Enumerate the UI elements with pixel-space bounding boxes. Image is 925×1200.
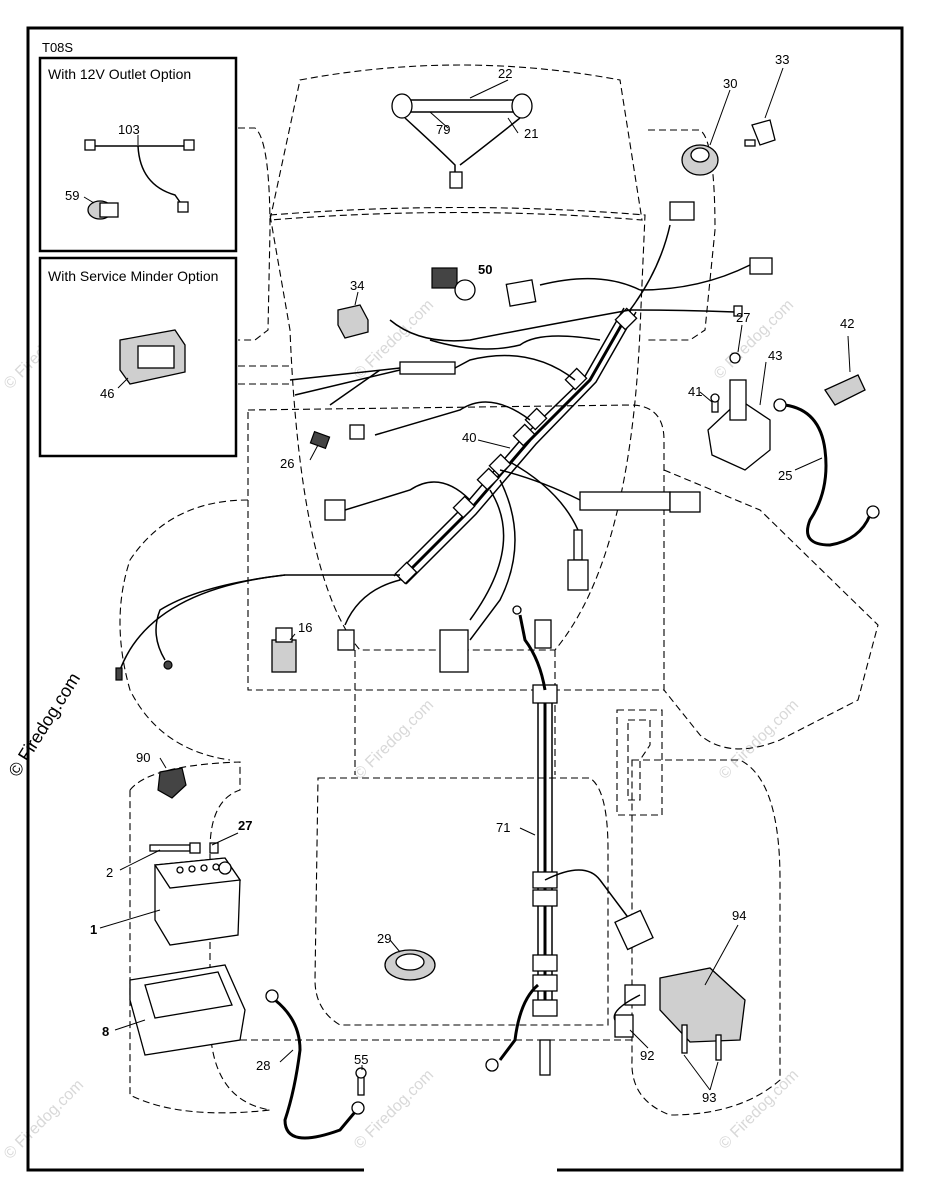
outer-frame bbox=[26, 26, 904, 1172]
part-label: 34 bbox=[350, 278, 364, 293]
watermark-text: © Firedog.com bbox=[716, 1066, 802, 1152]
cap-42 bbox=[824, 374, 866, 406]
part-label: 94 bbox=[732, 908, 746, 923]
watermark-text: © Firedog.com bbox=[351, 696, 437, 782]
part-label: 41 bbox=[688, 384, 702, 399]
part-label: 8 bbox=[102, 1024, 109, 1039]
part-label: 2 bbox=[106, 865, 113, 880]
part-label: 79 bbox=[436, 122, 450, 137]
part-label: 16 bbox=[298, 620, 312, 635]
part-label: 1 bbox=[90, 922, 97, 937]
part-label: 21 bbox=[524, 126, 538, 141]
main-harness bbox=[115, 201, 773, 681]
inset-title: With 12V Outlet Option bbox=[48, 66, 191, 82]
part-label: 28 bbox=[256, 1058, 270, 1073]
part-label: 26 bbox=[280, 456, 294, 471]
leader-lines bbox=[99, 67, 851, 1091]
watermark-text: © Firedog.com bbox=[711, 296, 797, 382]
headlight-assembly bbox=[391, 93, 533, 189]
module-94 bbox=[613, 967, 746, 1043]
tractor-outline bbox=[119, 64, 879, 1116]
part-label: 22 bbox=[498, 66, 512, 81]
part-label: 30 bbox=[723, 76, 737, 91]
switch-34 bbox=[337, 304, 369, 339]
ignition-switch bbox=[681, 144, 719, 176]
wire-harness-71 bbox=[485, 605, 654, 1076]
part-label: 25 bbox=[778, 468, 792, 483]
inset-12v-outlet: With 12V Outlet Option bbox=[38, 56, 238, 253]
part-label: 27 bbox=[736, 310, 750, 325]
diagram-code: T08S bbox=[42, 40, 73, 55]
part-label: 55 bbox=[354, 1052, 368, 1067]
bolt-41 bbox=[710, 393, 720, 413]
relay-16 bbox=[271, 627, 297, 673]
solenoid-43 bbox=[707, 352, 771, 471]
ignition-key bbox=[744, 119, 776, 147]
part-label: 29 bbox=[377, 931, 391, 946]
bolt-55 bbox=[355, 1067, 367, 1096]
part-label: 27 bbox=[238, 818, 252, 833]
battery-tray bbox=[129, 964, 246, 1056]
screws-93 bbox=[681, 1024, 722, 1061]
button-50 bbox=[431, 267, 476, 301]
part-label: 92 bbox=[640, 1048, 654, 1063]
horn-29 bbox=[384, 949, 436, 981]
part-label: 90 bbox=[136, 750, 150, 765]
side-watermark: © Firedog.com bbox=[4, 669, 84, 780]
part-label: 43 bbox=[768, 348, 782, 363]
relay-90 bbox=[157, 767, 187, 799]
watermark-text: © Firedog.com bbox=[1, 1076, 87, 1162]
part-label: 71 bbox=[496, 820, 510, 835]
connector-26 bbox=[309, 430, 331, 450]
part-label: 40 bbox=[462, 430, 476, 445]
cable-25 bbox=[773, 398, 880, 547]
part-label: 50 bbox=[478, 262, 492, 277]
part-label: 93 bbox=[702, 1090, 716, 1105]
inset-service-minder: With Service Minder Option bbox=[38, 256, 238, 458]
part-label: 46 bbox=[100, 386, 114, 401]
watermark-text: © Firedog.com bbox=[716, 696, 802, 782]
part-label: 103 bbox=[118, 122, 140, 137]
part-label: 59 bbox=[65, 188, 79, 203]
battery bbox=[153, 857, 242, 946]
battery-bolt bbox=[149, 842, 219, 854]
part-label: 33 bbox=[775, 52, 789, 67]
part-labels: 22 79 21 30 33 103 59 46 34 50 27 42 43 … bbox=[65, 52, 854, 1105]
inset-title: With Service Minder Option bbox=[48, 268, 218, 284]
part-label: 42 bbox=[840, 316, 854, 331]
cable-28 bbox=[265, 989, 365, 1140]
